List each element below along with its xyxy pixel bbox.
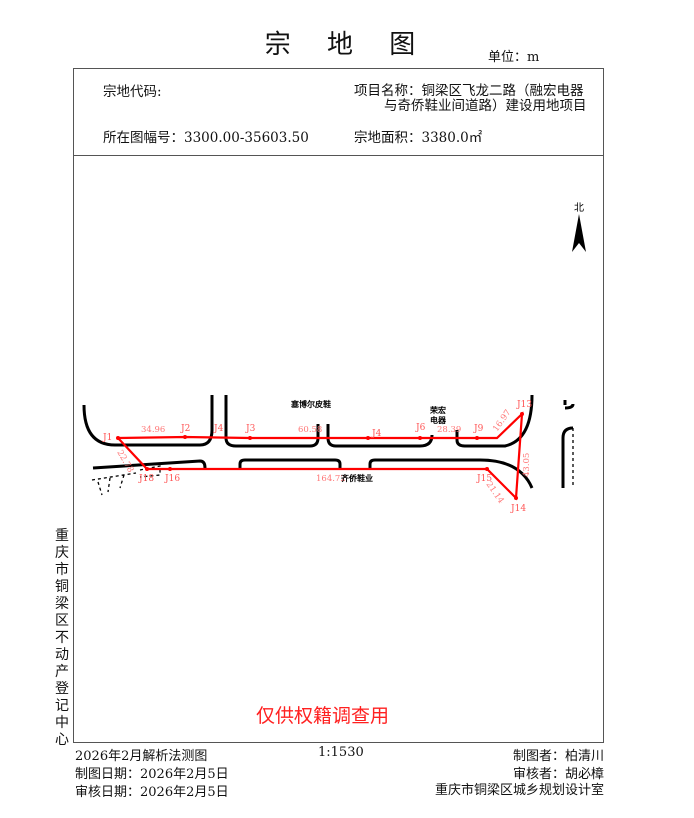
point-label: J18 [138,474,154,484]
point-label: J14 [510,504,526,514]
design-org: 重庆市铜梁区城乡规划设计室 [434,783,604,798]
point-label: J1 [102,433,112,443]
building-label: 荣宏 [429,405,446,415]
point-label: J9 [473,424,484,434]
unit-label: 单位：m [488,50,540,65]
project-name-line2: 与奇侨鞋业间道路）建设用地项目 [384,98,587,114]
point-label: J6 [415,423,426,433]
scale: 1:1530 [318,745,364,760]
point-label: J15 [476,474,492,484]
building-label: 电器 [430,415,447,425]
drafter: 制图者：柏清川 [512,749,604,764]
building-label: 塞博尔皮鞋 [290,399,331,409]
edge-length: 164.72 [316,474,346,484]
map-frame [73,68,604,743]
point-label: J3 [245,424,256,434]
point-label: J2 [180,424,190,434]
point-label: J13 [516,400,532,410]
building-label: 齐侨鞋业 [340,473,373,483]
draw-date: 制图日期：2026年2月5日 [75,767,229,782]
north-label: 北 [574,202,584,214]
project-name-line1: 项目名称：铜梁区飞龙二路（融宏电器 [354,83,584,99]
watermark-stamp: 仅供权籍调查用 [256,705,390,727]
header-divider [73,155,604,156]
survey-method: 2026年2月解析法测图 [75,749,208,764]
point-label: J4 [213,424,224,434]
registry-org-vertical: 重庆市铜梁区不动产登记中心 [55,528,69,748]
road-lines [82,394,575,496]
boundary-vertices [116,412,524,500]
edge-length: 16.97 [491,408,513,434]
sheet-number: 所在图幅号：3300.00-35603.50 [103,130,309,146]
review-date: 审核日期：2026年2月5日 [75,785,229,800]
edge-length: 60.58 [298,425,322,435]
page-title: 宗 地 图 [264,30,430,60]
edge-length: 34.96 [141,425,165,435]
edge-length: 28.39 [437,425,461,435]
north-arrow-icon [572,214,586,252]
point-label: J4 [371,429,382,439]
parcel-area: 宗地面积：3380.0㎡ [354,130,483,146]
reviewer: 审核者：胡必樟 [512,767,604,782]
point-label: J16 [164,474,180,484]
parcel-code: 宗地代码: [103,84,162,100]
edge-length: 43.05 [522,453,532,477]
